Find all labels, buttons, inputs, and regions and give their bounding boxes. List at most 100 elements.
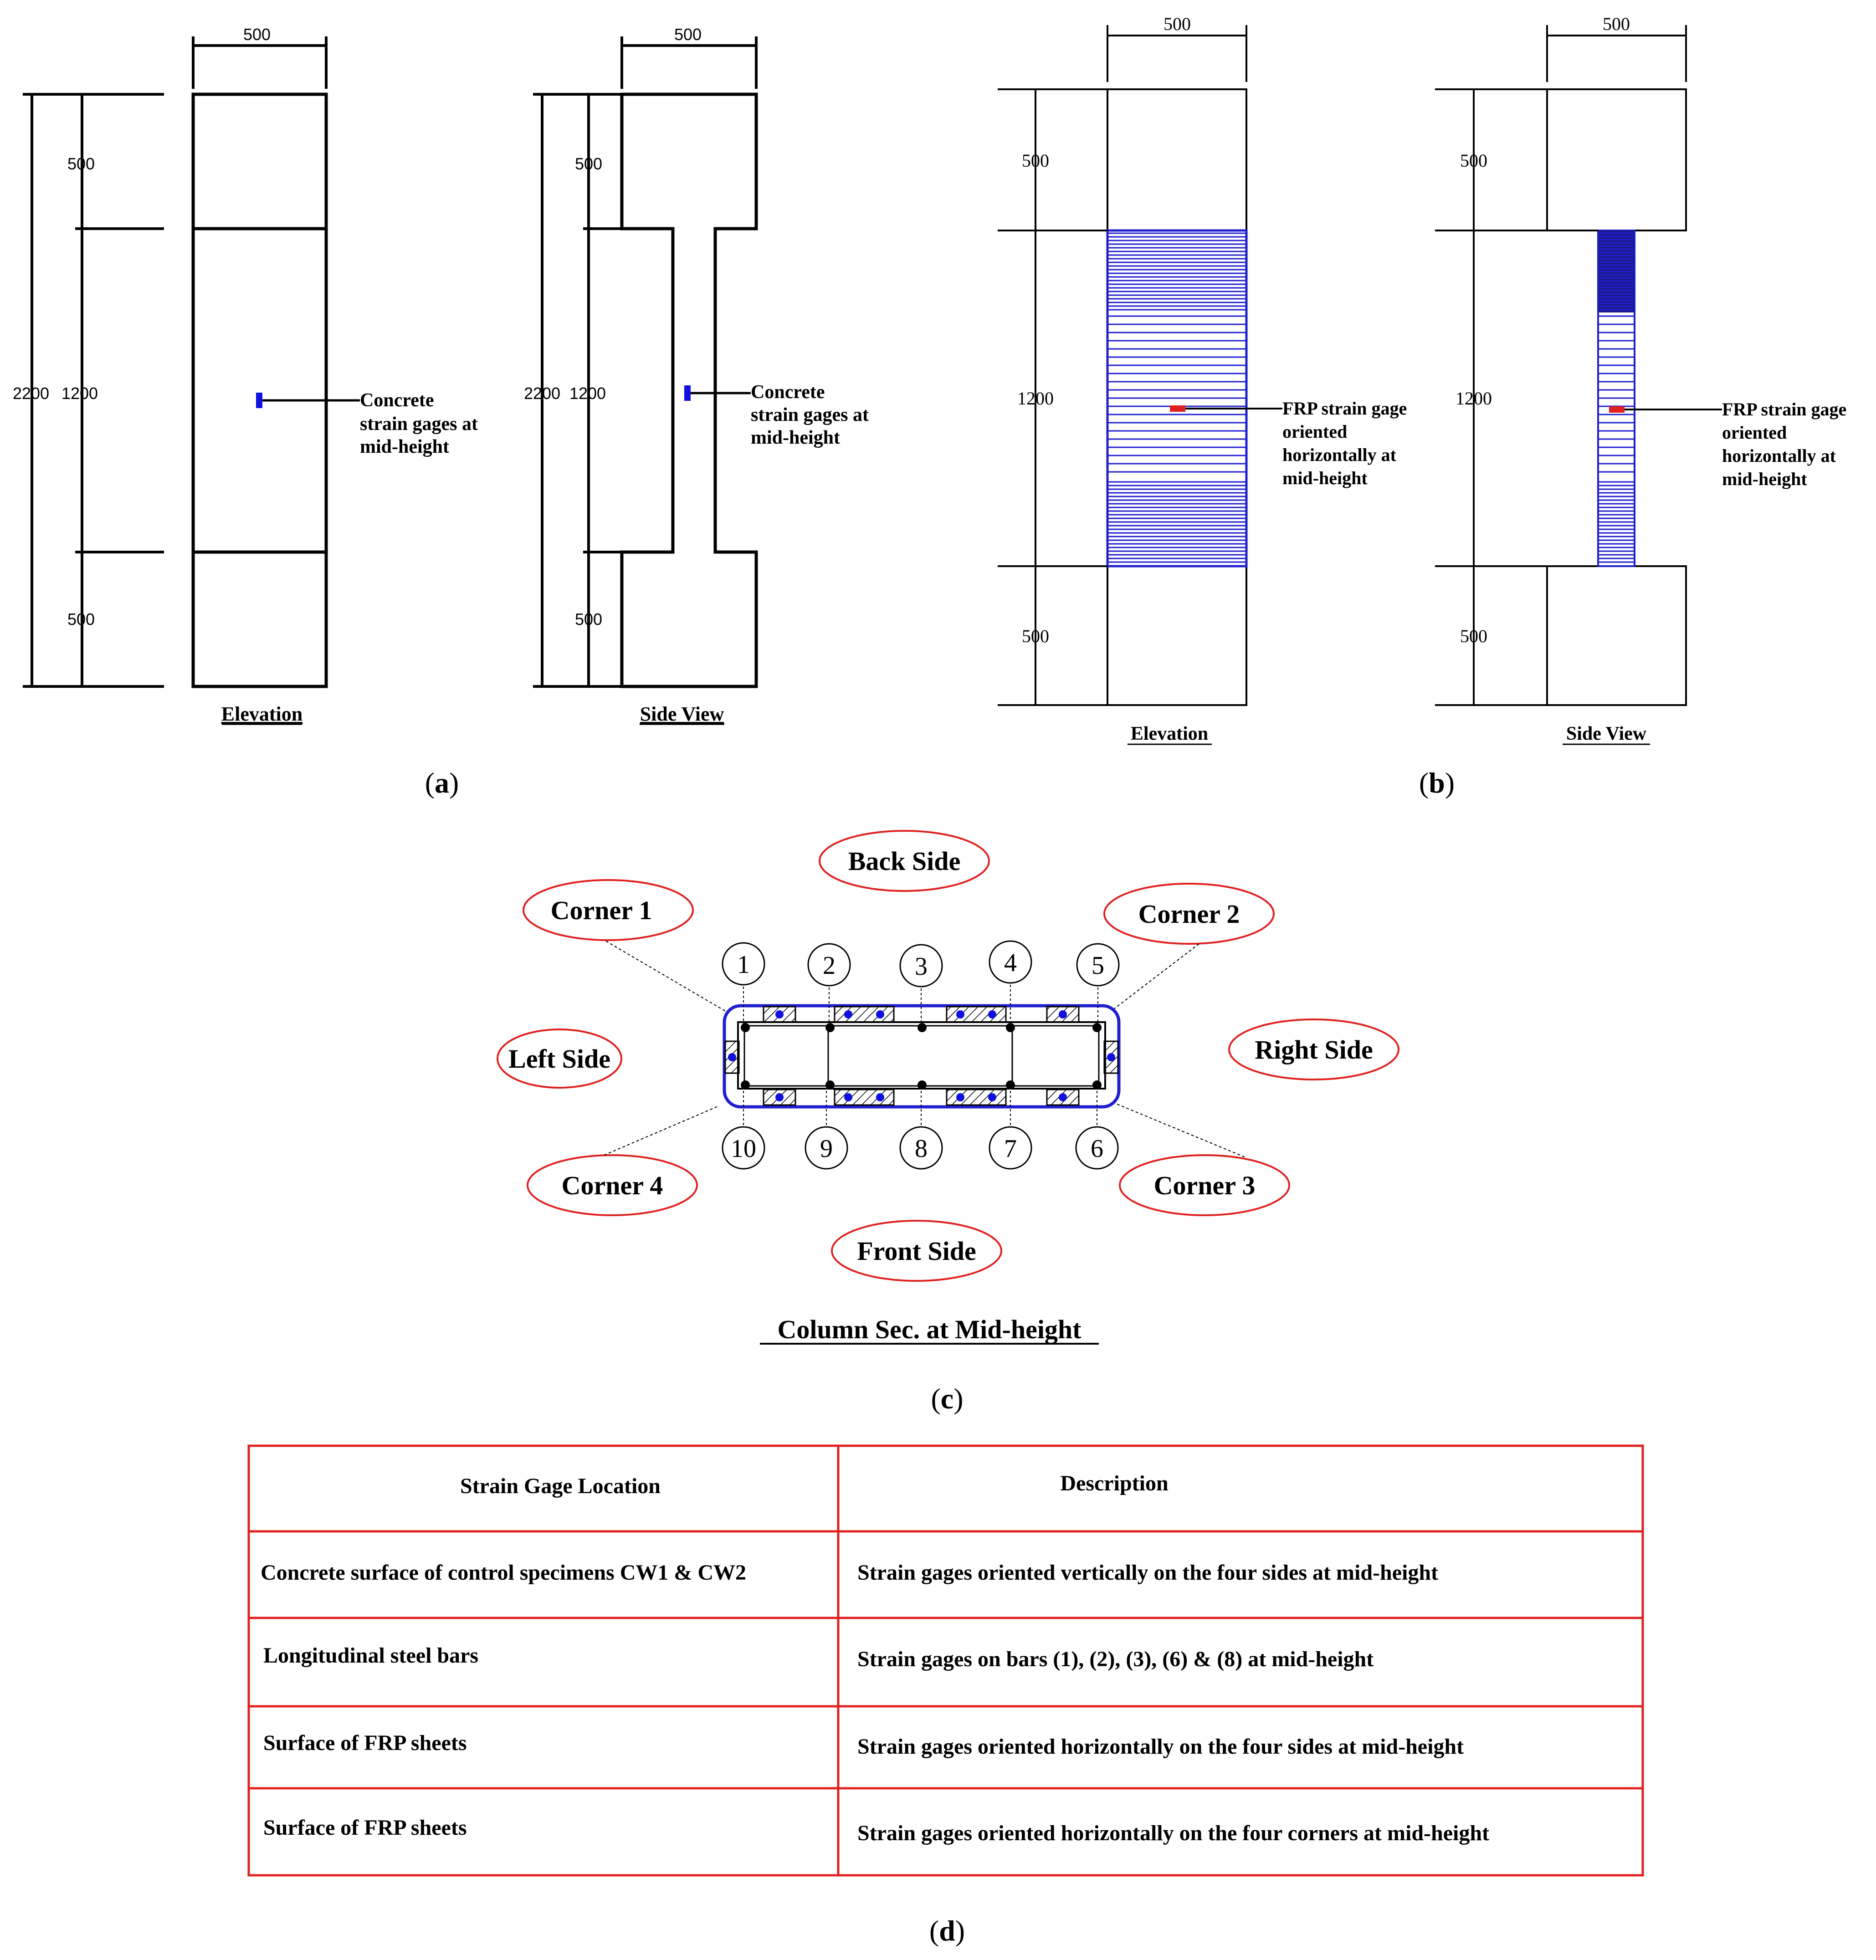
bar-number-label: 5 <box>1092 952 1104 980</box>
frp-gage-strip <box>946 1006 1007 1023</box>
frp-gage-dot <box>844 1093 852 1101</box>
panel-b-elevation-width-label: 500 <box>1164 14 1191 34</box>
panel-a-side-view-height-dimensions <box>533 93 622 688</box>
steel-bar <box>1006 1080 1015 1090</box>
bar-number-circle <box>722 942 765 986</box>
frp-gage-strips <box>724 1006 1119 1106</box>
back-side-ellipse <box>819 830 990 892</box>
table-row-3-description: Strain gages oriented horizontally on th… <box>857 1735 1464 1759</box>
bar-number-label: 4 <box>1004 949 1017 977</box>
concrete-strain-gage-marker <box>256 393 262 408</box>
table-row-4-description: Strain gages oriented horizontally on th… <box>857 1821 1489 1845</box>
back-side-label: Back Side <box>848 846 961 876</box>
bar-number-circle <box>805 1126 848 1170</box>
corner-3-ellipse <box>1119 1154 1290 1216</box>
panel-a-side-gage-note-line-2: strain gages at <box>751 404 869 425</box>
panel-a-elevation-view-title: Elevation <box>221 703 302 725</box>
steel-bar <box>1092 1023 1102 1032</box>
bar-number-circle <box>899 944 943 988</box>
panel-a-elevation-total-height-label: 2200 <box>13 384 49 403</box>
frp-gage-strip <box>834 1006 895 1023</box>
steel-bar <box>1092 1080 1102 1090</box>
stirrup-outline <box>743 1025 1100 1087</box>
panel-a-elevation-width-label: 500 <box>243 25 271 44</box>
corner-2-ellipse <box>1103 883 1275 945</box>
panel-a-elevation-gage-note-line-2: strain gages at <box>360 414 478 435</box>
frp-gage-dot <box>876 1010 884 1018</box>
corner-1-ellipse <box>523 879 694 941</box>
panel-b-side-height-dimensions <box>1435 88 1598 706</box>
corner-2-leader <box>1113 943 1199 1010</box>
bar-number-circle <box>989 940 1032 984</box>
panel-b-side-width-dimension <box>1546 25 1687 82</box>
steel-bar <box>825 1023 835 1032</box>
bar-number-label: 10 <box>731 1135 756 1163</box>
frp-gage-dot <box>956 1010 964 1018</box>
panel-a-side-top-height-label: 500 <box>575 154 602 173</box>
frp-gage-dot <box>1059 1010 1067 1018</box>
table-row-3-location: Surface of FRP sheets <box>263 1731 467 1755</box>
bar-number-label: 3 <box>915 952 928 981</box>
frp-gage-dot <box>844 1010 852 1018</box>
frp-gage-dot <box>876 1093 884 1101</box>
panel-a-side-total-height-label: 2200 <box>524 384 560 403</box>
panel-a-elevation-gage-note-line-1: Concrete <box>360 390 434 411</box>
panel-a-side-gage-note-line-3: mid-height <box>751 427 840 448</box>
table-row-2-location: Longitudinal steel bars <box>263 1643 478 1668</box>
panel-b-elevation-top-height-label: 500 <box>1022 150 1049 171</box>
frp-gage-dot <box>988 1010 996 1018</box>
panel-a-label: (a) <box>425 767 459 799</box>
corner-3-label: Corner 3 <box>1154 1171 1256 1200</box>
panel-a-side-gage-note-line-1: Concrete <box>751 382 825 403</box>
corner-1-leader <box>605 941 728 1013</box>
frp-gage-strip <box>763 1006 796 1023</box>
steel-bar <box>917 1080 927 1090</box>
right-side-ellipse <box>1228 1018 1399 1080</box>
frp-gage-strip <box>834 1089 895 1106</box>
bar-number-circle <box>722 1126 765 1170</box>
table-row-4-location: Surface of FRP sheets <box>263 1816 467 1840</box>
panel-b-elevation-view-title: Elevation <box>1131 723 1208 744</box>
panel-a-specimen-drawings: 500 500 500 2200 1200 500 500 2200 1200 … <box>13 25 869 799</box>
front-side-label: Front Side <box>857 1236 976 1266</box>
right-side-label: Right Side <box>1255 1035 1373 1064</box>
corner-1-label: Corner 1 <box>551 896 652 925</box>
frp-strain-gage-marker <box>1170 405 1185 412</box>
table-row-1-description: Strain gages oriented vertically on the … <box>857 1561 1438 1585</box>
bar-number-label: 2 <box>823 952 835 980</box>
panel-b-side-gage-note-line-4: mid-height <box>1722 469 1807 489</box>
panel-b-elevation-bottom-height-label: 500 <box>1022 626 1049 646</box>
panel-d-label: (d) <box>929 1914 965 1947</box>
table-border <box>247 1444 1644 1877</box>
bar-number-circle <box>989 1126 1032 1170</box>
bar-number-circle <box>1076 943 1120 987</box>
steel-bar <box>825 1080 835 1090</box>
frp-gage-dot <box>956 1093 964 1101</box>
bar-number-label: 6 <box>1091 1135 1103 1163</box>
panel-b-elevation-gage-note-line-1: FRP strain gage <box>1282 398 1407 419</box>
panel-d-gage-table: Strain Gage Location Description Concret… <box>247 1444 1644 1947</box>
panel-c-title: Column Sec. at Mid-height <box>778 1315 1082 1344</box>
table-header-location: Strain Gage Location <box>460 1474 661 1498</box>
panel-c-label: (c) <box>931 1382 963 1415</box>
panel-b-elevation-width-dimension <box>1107 25 1247 82</box>
panel-b-elevation-frp-hatch <box>1107 232 1246 563</box>
frp-gage-dot <box>775 1010 784 1018</box>
steel-bar <box>741 1023 750 1032</box>
panel-c-column-section: Back Side Corner 1 Corner 2 Left Side Ri… <box>497 830 1399 1415</box>
corner-4-ellipse <box>527 1154 698 1216</box>
panel-a-elevation-gage-note-line-3: mid-height <box>360 436 449 457</box>
panel-a-elevation <box>191 92 328 688</box>
steel-bar <box>917 1023 927 1032</box>
steel-bar <box>1006 1023 1015 1032</box>
frp-gage-dot <box>1059 1093 1067 1101</box>
panel-b-side-width-label: 500 <box>1603 14 1630 34</box>
bar-number-circle <box>807 943 851 987</box>
bar-number-label: 8 <box>915 1135 928 1163</box>
frp-gage-dot <box>988 1093 996 1101</box>
corner-4-label: Corner 4 <box>562 1171 663 1200</box>
bar-number-circle <box>1075 1126 1119 1170</box>
table-row-1-location: Concrete surface of control specimens CW… <box>261 1561 746 1585</box>
